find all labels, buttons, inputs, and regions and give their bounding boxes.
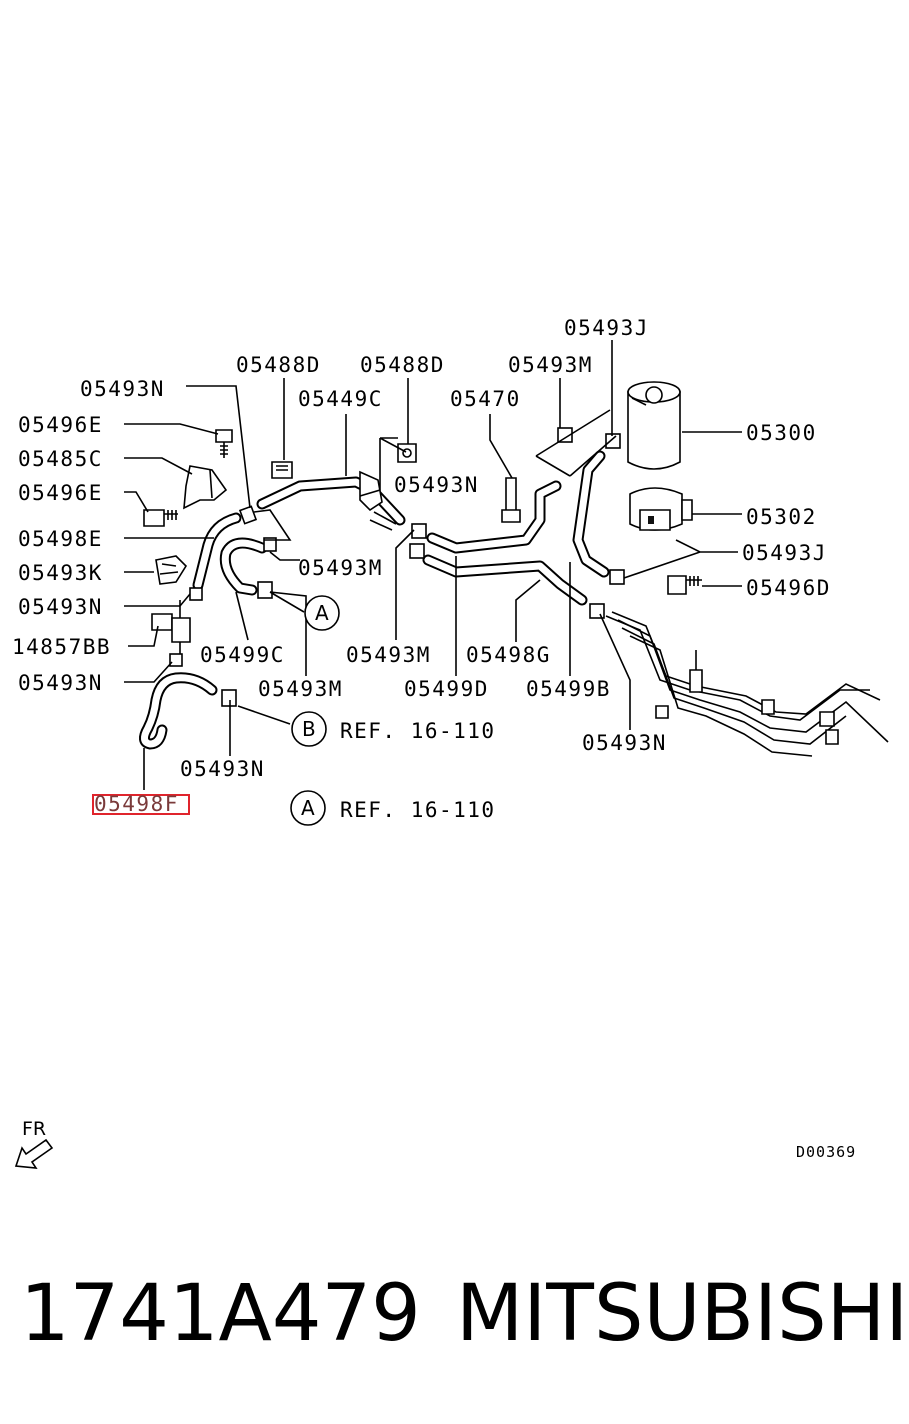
label-05499D: 05499D	[404, 677, 489, 701]
callout-letter-b: B	[302, 717, 316, 741]
label-05498F-highlighted[interactable]: 05498F	[94, 792, 179, 816]
label-05496D: 05496D	[746, 576, 831, 600]
label-05488D-b: 05488D	[360, 353, 445, 377]
reference-a: REF. 16-110	[340, 798, 496, 822]
fr-label: FR	[22, 1118, 46, 1140]
clip-05493K	[155, 555, 188, 585]
highlight-box	[92, 794, 190, 815]
callout-letter-a-2: A	[301, 796, 315, 820]
label-05493N-d: 05493N	[582, 731, 667, 755]
label-05498E: 05498E	[18, 527, 103, 551]
label-05493M-top: 05493M	[508, 353, 593, 377]
brand-name: MITSUBISHI	[456, 1269, 908, 1359]
leader-lines	[124, 340, 742, 790]
clamps	[169, 427, 625, 707]
label-05499C: 05499C	[200, 643, 285, 667]
clamp-05488D-b	[397, 443, 417, 463]
front-indicator: FR	[14, 1118, 54, 1169]
callouts: A B REF. 16-110 A REF. 16-110	[290, 595, 496, 826]
clip-05470	[501, 477, 521, 523]
clamp-05488D-a	[271, 461, 293, 479]
bolt-05496E-top	[215, 429, 233, 458]
label-05493M-d: 05493M	[346, 643, 431, 667]
callout-circle-a-2	[290, 790, 326, 826]
label-05485C: 05485C	[18, 447, 103, 471]
label-05493N-c: 05493N	[18, 595, 103, 619]
label-05493N-a: 05493N	[80, 377, 165, 401]
front-arrow-icon	[14, 1138, 54, 1169]
label-05493N-e: 05493N	[18, 671, 103, 695]
part-number: 1741A479	[20, 1269, 421, 1359]
label-05493J-b: 05493J	[742, 541, 827, 565]
callout-circle-a-1	[304, 595, 340, 631]
label-05493M-b: 05493M	[298, 556, 383, 580]
label-05302: 05302	[746, 505, 817, 529]
label-05493J-top: 05493J	[564, 316, 649, 340]
label-05496E-b: 05496E	[18, 481, 103, 505]
label-05449C: 05449C	[298, 387, 383, 411]
bracket-05449C	[359, 470, 397, 531]
label-05493K: 05493K	[18, 561, 103, 585]
canister-05300	[627, 381, 681, 470]
bolt-05496E-mid	[143, 509, 178, 527]
callout-letter-a-1: A	[315, 601, 329, 625]
callout-circle-b	[291, 711, 327, 747]
label-05488D-a: 05488D	[236, 353, 321, 377]
label-05300: 05300	[746, 421, 817, 445]
label-14857BB: 14857BB	[12, 635, 111, 659]
parts	[143, 381, 702, 707]
part-labels: 05493J 05488D 05488D 05493M 05493N 05449…	[12, 316, 831, 816]
hose-lines	[139, 450, 889, 757]
bracket-05485C	[183, 465, 228, 510]
diagram-code: D00369	[796, 1143, 856, 1161]
label-05493N-f: 05493N	[180, 757, 265, 781]
bracket-05302	[629, 487, 693, 531]
label-05496E-a: 05496E	[18, 413, 103, 437]
label-05493M-c: 05493M	[258, 677, 343, 701]
label-05493N-b: 05493N	[394, 473, 479, 497]
valve-14857BB	[151, 600, 191, 658]
label-05470: 05470	[450, 387, 521, 411]
bolt-05496D	[667, 575, 702, 595]
label-05498G: 05498G	[466, 643, 551, 667]
reference-b: REF. 16-110	[340, 719, 496, 743]
label-05499B: 05499B	[526, 677, 611, 701]
